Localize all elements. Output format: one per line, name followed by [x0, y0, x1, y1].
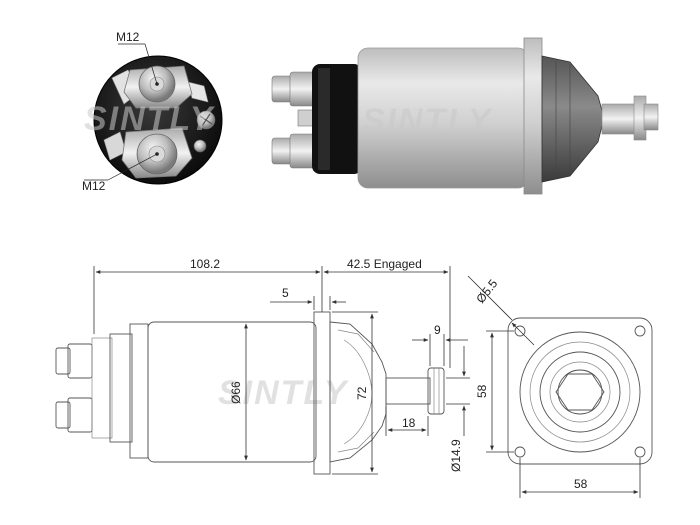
- terminal-bottom-label: M12: [82, 179, 106, 193]
- small-screw: [193, 110, 216, 153]
- dim-height-boot: 72: [355, 386, 369, 400]
- dim-flange: 5: [282, 286, 289, 300]
- watermark-3: SINTLY: [218, 374, 350, 412]
- watermark-2: SINTLY: [362, 102, 494, 140]
- side-view-photo: [271, 37, 659, 195]
- leader-bottom: [107, 153, 158, 181]
- plunger: [601, 103, 637, 135]
- leader-top: [144, 43, 158, 85]
- dim-length-body: 108.2: [190, 257, 220, 271]
- dim-plunger-gap: 9: [434, 323, 441, 337]
- watermark-1: SINTLY: [84, 100, 216, 138]
- mounting-flange: [523, 37, 543, 195]
- dim-hole-dia: Ø5.5: [473, 276, 500, 305]
- dim-flange-height: 58: [475, 384, 489, 398]
- dimensions-flange: Ø5.5 58 58: [467, 275, 641, 498]
- dim-flange-width: 58: [574, 477, 588, 491]
- dim-engaged: 42.5 Engaged: [347, 257, 422, 271]
- rubber-boot: [541, 55, 605, 183]
- dim-diameter-body: Ø66: [229, 381, 243, 404]
- end-view-photo: M12 M12: [82, 30, 223, 193]
- flange-front-view: [507, 317, 653, 465]
- terminal-top-label: M12: [116, 30, 140, 44]
- dim-plunger-dia: Ø14.9: [449, 439, 463, 472]
- dimensions-side: 108.2 42.5 Engaged 5 Ø66 72 9 18: [93, 257, 470, 475]
- side-drawing: [55, 311, 445, 475]
- dim-plunger-len: 18: [402, 416, 416, 430]
